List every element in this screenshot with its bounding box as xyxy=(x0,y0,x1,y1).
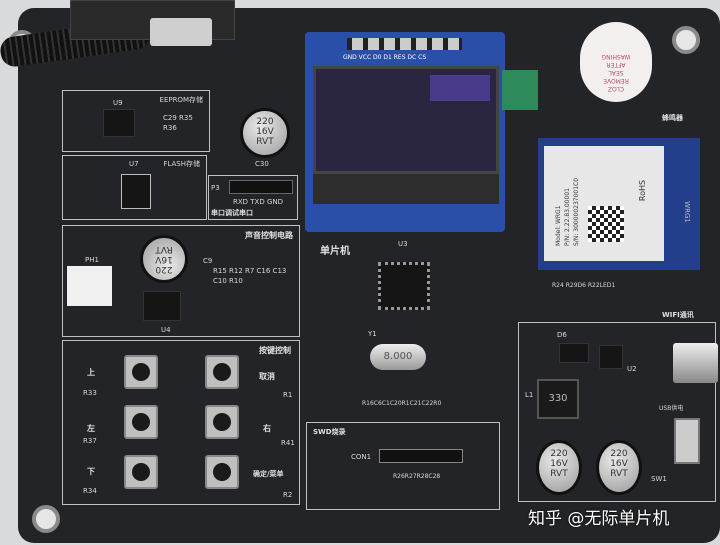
oled-module: GND VCC D0 D1 RES DC CS xyxy=(305,32,505,232)
key-label: 取消 xyxy=(259,372,275,381)
ref-label: R37 xyxy=(83,437,97,445)
inductor: 330 xyxy=(537,379,579,419)
swd-header[interactable] xyxy=(379,449,463,463)
qr-code xyxy=(588,206,624,242)
oled-ribbon xyxy=(313,174,499,204)
eeprom-label: EEPROM存储 xyxy=(159,96,203,104)
ref-label: C29 R35 R36 xyxy=(163,114,193,132)
ok-menu-button[interactable] xyxy=(205,455,239,489)
uart-label: 串口调试串口 xyxy=(211,209,253,217)
regulator-chip xyxy=(599,345,623,369)
right-button[interactable] xyxy=(205,405,239,439)
oled-header xyxy=(347,38,462,50)
swd-section: SWD烧录 CON1 R26R27R28C28 xyxy=(306,422,500,510)
buzzer-label: 蜂鸣器 xyxy=(662,114,683,122)
green-component xyxy=(502,70,538,110)
mount-hole xyxy=(672,26,700,54)
crystal-oscillator: 8.000 xyxy=(370,344,426,370)
speaker-connector[interactable] xyxy=(67,266,112,306)
mcu-label: 单片机 xyxy=(320,246,350,257)
cancel-button[interactable] xyxy=(205,355,239,389)
wifi-label: WIFI通讯 xyxy=(662,311,694,319)
watermark: 知乎 @无际单片机 xyxy=(528,509,670,529)
uart-pins-label: RXD TXD GND xyxy=(233,198,284,206)
ref-label: R34 xyxy=(83,487,97,495)
ref-label: R33 xyxy=(83,389,97,397)
ref-label: R41 xyxy=(281,439,295,447)
key-label: 左 xyxy=(87,424,95,433)
ref-label: SW1 xyxy=(651,475,667,483)
up-button[interactable] xyxy=(124,355,158,389)
down-button[interactable] xyxy=(124,455,158,489)
ref-label: U7 xyxy=(129,160,139,168)
antenna-label: WRG1 xyxy=(682,201,691,223)
ref-label: CON1 xyxy=(351,453,372,461)
oled-pixels xyxy=(430,75,490,101)
rf-crystal xyxy=(150,18,212,46)
left-button[interactable] xyxy=(124,405,158,439)
power-switch[interactable] xyxy=(674,418,700,464)
ref-label: U9 xyxy=(113,99,123,107)
ref-label: C30 xyxy=(255,160,269,168)
flash-section: FLASH存储 U7 xyxy=(62,155,207,220)
ref-label: D6 xyxy=(557,331,567,339)
swd-label: SWD烧录 xyxy=(313,428,346,436)
diode xyxy=(559,343,589,363)
usb-port[interactable] xyxy=(673,343,718,383)
mcu-chip xyxy=(378,262,430,310)
ref-label: R16C6C1C20R1C21C22R0 xyxy=(362,400,442,407)
audio-section: 声音控制电路 PH1 U4 R15 R12 R7 C16 C13 C10 R10 xyxy=(62,225,300,337)
flash-chip xyxy=(121,174,151,209)
ref-label: C9 xyxy=(203,257,213,265)
ref-label: R15 R12 R7 C16 C13 C10 R10 xyxy=(213,267,287,285)
audio-label: 声音控制电路 xyxy=(245,231,293,240)
keys-label: 按键控制 xyxy=(259,346,291,355)
mount-hole xyxy=(32,505,60,533)
flash-label: FLASH存储 xyxy=(163,160,200,168)
uart-header[interactable] xyxy=(229,180,293,194)
oled-screen xyxy=(313,66,499,174)
amplifier-chip xyxy=(143,291,181,321)
ref-label: R24 R29D6 R22LED1 xyxy=(552,282,616,289)
ref-label: R1 xyxy=(283,391,293,399)
ref-label: PH1 xyxy=(85,256,99,264)
ref-label: R2 xyxy=(283,491,293,499)
ref-label: Y1 xyxy=(368,330,377,338)
keys-section: 按键控制 上 左 下 取消 右 确定/菜单 R33 R37 R34 R1 R41… xyxy=(62,340,300,505)
oled-pin-labels: GND VCC D0 D1 RES DC CS xyxy=(343,54,427,61)
ref-label: R26R27R28C28 xyxy=(393,473,441,480)
eeprom-chip xyxy=(103,109,135,137)
usb-label: USB供电 xyxy=(659,405,684,412)
power-section: D6 U2 L1 330 USB供电 SW1 xyxy=(518,322,716,502)
ref-label: U3 xyxy=(398,240,408,248)
ref-label: U4 xyxy=(161,326,171,334)
key-label: 右 xyxy=(263,424,271,433)
rohs-label: RoHS xyxy=(638,179,648,202)
key-label: 下 xyxy=(87,467,95,476)
ref-label: U2 xyxy=(627,365,637,373)
uart-section: P3 RXD TXD GND 串口调试串口 xyxy=(208,175,298,220)
key-label: 上 xyxy=(87,368,95,377)
ref-label: P3 xyxy=(211,184,220,192)
eeprom-section: EEPROM存储 U9 C29 R35 R36 xyxy=(62,90,210,152)
ref-label: L1 xyxy=(525,391,534,399)
key-label: 确定/菜单 xyxy=(253,470,284,478)
